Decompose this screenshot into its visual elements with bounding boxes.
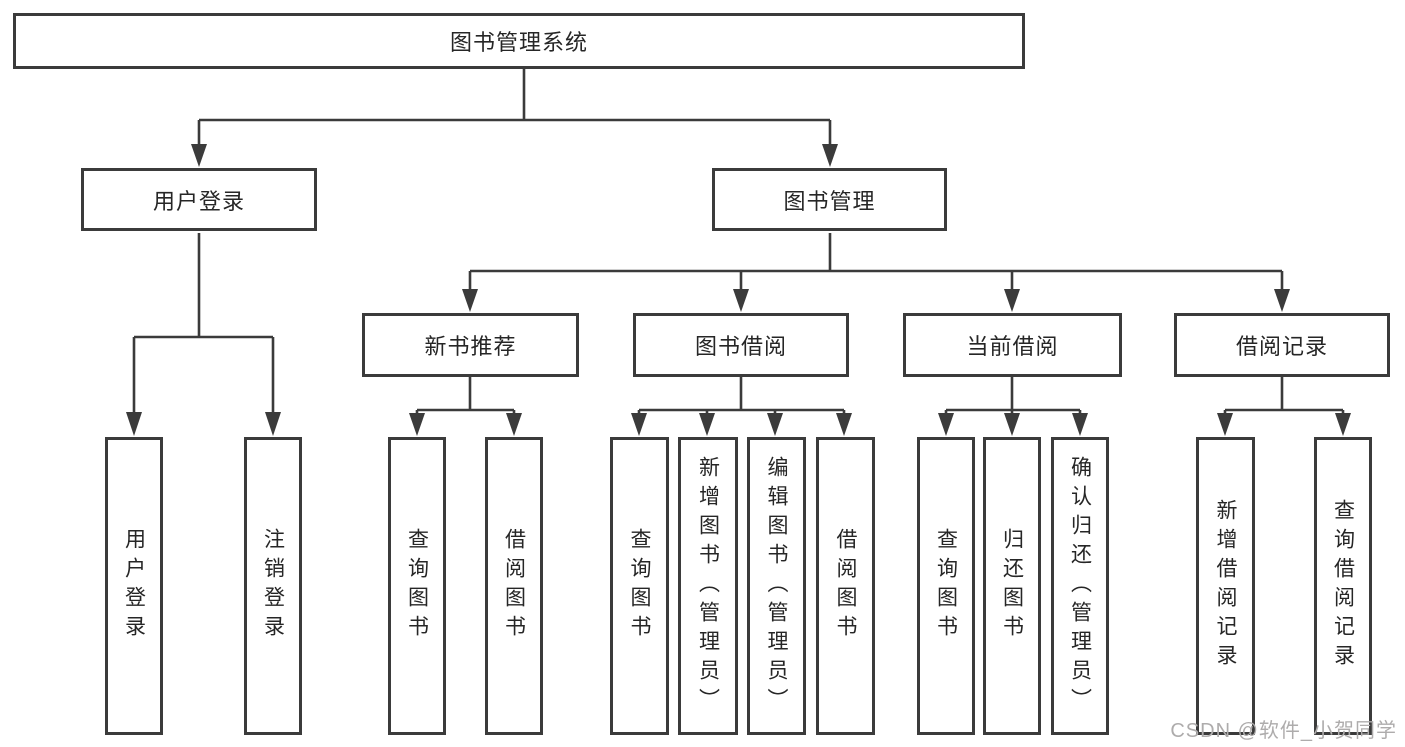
arrowhead: [733, 289, 749, 312]
connector-new-book-rec: [415, 377, 516, 415]
node-label: 编辑图书（管理员）: [765, 455, 788, 717]
node-book-borrow: 图书借阅: [633, 313, 849, 377]
leaf-borrow-book-recommend: 借阅图书: [485, 437, 543, 735]
node-label: 新增图书（管理员）: [696, 455, 720, 717]
node-label: 查询借阅记录: [1331, 499, 1355, 673]
arrowhead: [462, 289, 478, 312]
leaf-edit-book-admin: 编辑图书（管理员）: [747, 437, 806, 735]
node-label: 查询图书: [934, 528, 958, 644]
leaf-add-book-admin: 新增图书（管理员）: [678, 437, 738, 735]
leaf-confirm-return-admin: 确认归还（管理员）: [1051, 437, 1109, 735]
arrowhead: [409, 413, 425, 436]
node-label: 查询图书: [628, 528, 651, 644]
arrowhead: [126, 412, 142, 436]
connector-root: [197, 69, 832, 146]
arrowhead: [1072, 413, 1088, 436]
arrowhead: [1004, 289, 1020, 312]
connector-current-borrow: [944, 377, 1082, 415]
arrowhead: [1335, 413, 1351, 436]
node-new-book-recommend: 新书推荐: [362, 313, 579, 377]
leaf-add-borrow-record: 新增借阅记录: [1196, 437, 1255, 735]
leaf-query-borrow-record: 查询借阅记录: [1314, 437, 1372, 735]
node-label: 查询图书: [405, 528, 429, 644]
watermark: CSDN @软件_小贺同学: [1170, 720, 1397, 742]
arrowhead: [506, 413, 522, 436]
node-user-login: 用户登录: [81, 168, 317, 231]
arrowheads: [126, 144, 1351, 436]
node-current-borrow: 当前借阅: [903, 313, 1122, 377]
arrowhead: [822, 144, 838, 167]
node-label: 借阅图书: [502, 528, 526, 644]
arrowhead: [1217, 413, 1233, 436]
arrowhead: [699, 413, 715, 436]
leaf-query-book-borrow: 查询图书: [610, 437, 669, 735]
arrowhead: [191, 144, 207, 167]
arrowhead: [1004, 413, 1020, 436]
arrowhead: [265, 412, 281, 436]
connector-borrow-records: [1223, 377, 1345, 415]
leaf-logout: 注销登录: [244, 437, 302, 735]
node-label: 图书借阅: [694, 334, 787, 359]
connector-book-mgmt: [468, 233, 1284, 291]
node-borrow-records: 借阅记录: [1174, 313, 1390, 377]
connector-book-borrow: [637, 377, 846, 415]
node-label: 新书推荐: [424, 334, 517, 359]
node-label: 新增借阅记录: [1214, 499, 1237, 673]
arrowhead: [631, 413, 647, 436]
node-label: 图书管理系统: [449, 30, 588, 55]
node-book-management: 图书管理: [712, 168, 947, 231]
node-label: 当前借阅: [966, 334, 1059, 359]
node-label: 借阅记录: [1235, 334, 1328, 359]
node-label: 用户登录: [152, 188, 245, 214]
arrowhead: [1274, 289, 1290, 312]
node-label: 归还图书: [1000, 528, 1024, 644]
leaf-return-book: 归还图书: [983, 437, 1041, 735]
node-label: 确认归还（管理员）: [1068, 455, 1092, 717]
node-label: 图书管理: [783, 188, 876, 214]
connector-user-login: [132, 233, 275, 414]
node-library-system: 图书管理系统: [13, 13, 1025, 69]
arrowhead: [836, 413, 852, 436]
leaf-borrow-book: 借阅图书: [816, 437, 875, 735]
node-label: 借阅图书: [834, 528, 857, 644]
arrowhead: [767, 413, 783, 436]
node-label: 用户登录: [122, 528, 146, 644]
leaf-user-login: 用户登录: [105, 437, 163, 735]
node-label: 注销登录: [261, 528, 285, 644]
arrowhead: [938, 413, 954, 436]
leaf-query-book-recommend: 查询图书: [388, 437, 446, 735]
leaf-query-book-current: 查询图书: [917, 437, 975, 735]
